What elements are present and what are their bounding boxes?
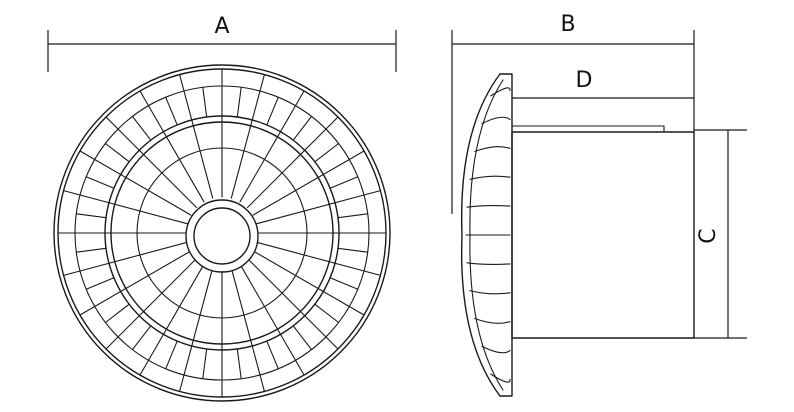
grille-spoke: [252, 250, 365, 316]
grille-spoke: [179, 267, 214, 392]
grille-rib: [202, 86, 208, 118]
grille-spoke: [105, 257, 198, 350]
side-ribs: [465, 87, 511, 383]
grille-spoke: [230, 267, 265, 392]
grille-rib: [85, 176, 115, 189]
front-grille: [53, 64, 391, 402]
cover-rib: [466, 205, 511, 208]
grille-rib: [337, 247, 369, 253]
dimension-b: B: [451, 12, 695, 214]
body-housing: [511, 131, 695, 339]
grille-rib: [266, 96, 279, 126]
grille-rib: [75, 213, 107, 219]
cover-rib: [469, 175, 511, 180]
label-c: C: [696, 228, 721, 243]
grille-spoke: [256, 241, 381, 276]
grille-rib: [165, 96, 178, 126]
grille-rib: [329, 277, 359, 290]
label-a: A: [214, 14, 229, 39]
grille-spoke: [256, 190, 381, 225]
label-d: D: [576, 68, 593, 93]
grille-rib: [329, 176, 359, 189]
grille-spoke: [252, 150, 365, 216]
grille-spoke: [105, 116, 198, 209]
front-view: A: [47, 14, 397, 402]
grille-spoke: [239, 263, 305, 376]
cover-rib: [490, 87, 511, 97]
outer-rim: [53, 64, 391, 402]
cover-rib: [466, 262, 511, 265]
fan-body: [511, 125, 695, 339]
dimension-a: A: [47, 14, 397, 72]
grille-rib: [104, 142, 130, 163]
grille-rib: [75, 247, 107, 253]
grille-rib: [292, 115, 313, 141]
grille-rib: [131, 325, 152, 351]
grille-spoke: [79, 250, 192, 316]
grille-rib: [292, 325, 313, 351]
grille-rib: [236, 86, 242, 118]
grille-rib: [337, 213, 369, 219]
grille-rib: [202, 348, 208, 380]
front-spokes: [57, 68, 387, 398]
cover-rib: [481, 345, 511, 354]
grille-rib: [266, 340, 279, 370]
grille-spoke: [63, 190, 188, 225]
grille-spoke: [246, 257, 339, 350]
dimension-d: D: [512, 68, 694, 99]
grille-rib: [104, 303, 130, 324]
cover-rib: [474, 146, 511, 153]
grille-spoke: [239, 90, 305, 203]
grille-spoke: [79, 150, 192, 216]
grille-rib: [314, 142, 340, 163]
grille-rib: [314, 303, 340, 324]
grille-rib: [236, 348, 242, 380]
grille-rib: [165, 340, 178, 370]
cover-plate: [499, 73, 513, 397]
cover-rib: [481, 116, 511, 125]
side-view: B D C: [451, 12, 747, 397]
dimension-c: C: [694, 129, 747, 339]
grille-spoke: [230, 74, 265, 199]
grille-rib: [131, 115, 152, 141]
hub-inner: [193, 207, 251, 265]
cover-rib: [474, 317, 511, 324]
grille-rib: [85, 277, 115, 290]
grille-spoke: [246, 116, 339, 209]
cover-rib: [469, 290, 511, 295]
cover-dome-outer: [460, 73, 501, 397]
grille-spoke: [139, 263, 205, 376]
grille-spoke: [63, 241, 188, 276]
cover-rib: [490, 373, 511, 383]
grille-spoke: [179, 74, 214, 199]
label-b: B: [560, 12, 575, 37]
front-cover-profile: [460, 73, 513, 397]
grille-spoke: [139, 90, 205, 203]
